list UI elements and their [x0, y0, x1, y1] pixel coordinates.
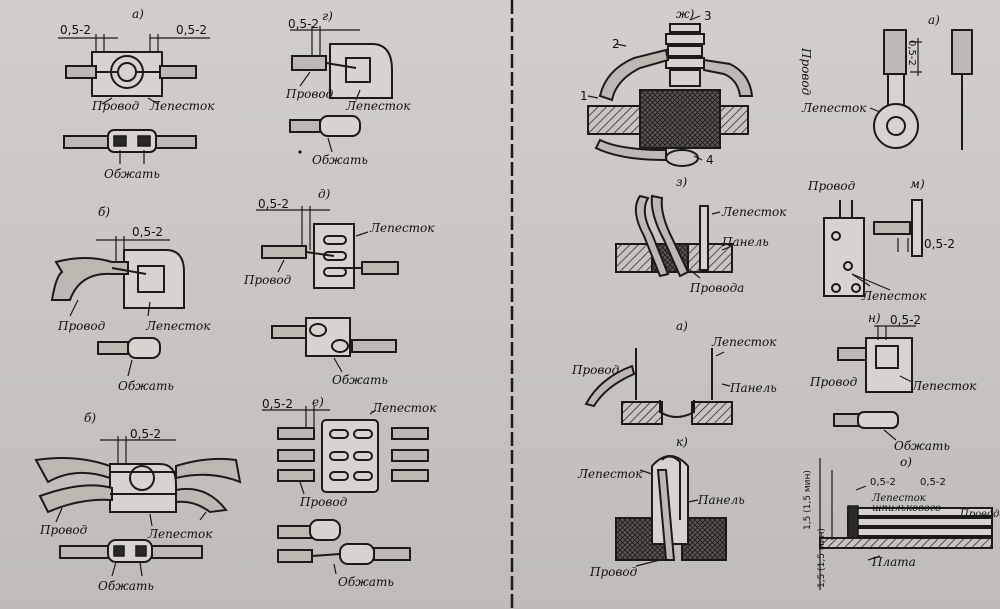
- figure-a3-panel-clip: [584, 348, 733, 425]
- figure-a-lug-ring: [58, 34, 210, 164]
- label-lug: Лепесток: [912, 379, 977, 393]
- figure-b-lug-curved: [50, 236, 185, 377]
- label-lug: Лепесток: [146, 319, 211, 333]
- figure-o-board-stack: [819, 458, 993, 590]
- label-panel: Панель: [722, 235, 769, 249]
- figure-letter: о): [900, 455, 912, 469]
- figure-letter: ж): [676, 7, 695, 21]
- label-wire: Провод: [92, 99, 140, 113]
- label-lug-slot: Лепесток шпилькового: [872, 493, 942, 514]
- label-wires: Провода: [960, 509, 1000, 520]
- label-panel: Панель: [698, 493, 745, 507]
- figure-d-lug-slotted: [256, 206, 399, 373]
- figure-letter: а): [928, 13, 940, 27]
- part-number: 2: [612, 37, 620, 51]
- figure-letter: б): [84, 411, 97, 425]
- dimension-label: 0,5-2: [920, 477, 946, 488]
- figure-z-panel-lug: [615, 194, 733, 279]
- dimension-label: 0,5-2: [176, 23, 208, 37]
- figure-n-lug-crimp: [833, 325, 916, 441]
- dimension-label: 0,5-2: [288, 17, 320, 31]
- dimension-label: 1,5 (1,5 мин): [817, 528, 827, 588]
- figure-letter: н): [868, 311, 881, 325]
- label-crimp: Обжать: [98, 579, 154, 593]
- figure-a2-lug-eye: [869, 29, 973, 150]
- dimension-label: 0,5-2: [870, 477, 896, 488]
- label-wires: Провода: [690, 281, 745, 295]
- label-crimp: Обжать: [338, 575, 394, 589]
- label-crimp: Обжать: [312, 153, 368, 167]
- label-lug: Лепесток: [712, 335, 777, 349]
- label-lug: Лепесток: [148, 527, 213, 541]
- part-number: 1: [580, 89, 588, 103]
- figure-letter: з): [676, 175, 688, 189]
- label-board: Плата: [872, 555, 916, 569]
- figure-letter: м): [910, 177, 925, 191]
- dimension-label: 0,5-2: [906, 40, 917, 66]
- label-wire: Провод: [810, 375, 858, 389]
- dimension-label: 0,5-2: [60, 23, 92, 37]
- label-wire: Провод: [40, 523, 88, 537]
- label-panel: Панель: [730, 381, 777, 395]
- figure-e-lug-multi: [262, 406, 429, 575]
- label-crimp: Обжать: [118, 379, 174, 393]
- label-wire: Провод: [590, 565, 638, 579]
- label-wire: Провод: [58, 319, 106, 333]
- label-lug: Лепесток: [372, 401, 437, 415]
- figure-zh-stud-terminal: [587, 15, 754, 167]
- figure-g-lug-tab: [289, 26, 393, 154]
- figure-m-lug-plate: [823, 199, 923, 297]
- dimension-label: 1,5 (1,5 мин): [803, 470, 813, 530]
- label-wire: Провод: [808, 179, 856, 193]
- part-number: 3: [704, 9, 712, 23]
- label-crimp: Обжать: [894, 439, 950, 453]
- figure-b2-lug-through: [34, 436, 242, 577]
- figure-letter: а): [132, 7, 144, 21]
- figure-letter: б): [98, 205, 111, 219]
- dimension-label: 0,5-2: [258, 197, 290, 211]
- label-lug: Лепесток: [578, 467, 643, 481]
- label-wire: Провод: [799, 48, 813, 96]
- dimension-label: 0,5-2: [132, 225, 164, 239]
- label-wire: Провод: [300, 495, 348, 509]
- label-lug: Лепесток: [370, 221, 435, 235]
- label-crimp: Обжать: [332, 373, 388, 387]
- figure-letter: а): [676, 319, 688, 333]
- label-wire: Провод: [244, 273, 292, 287]
- label-crimp: Обжать: [104, 167, 160, 181]
- label-lug: Лепесток: [722, 205, 787, 219]
- label-lug: Лепесток: [862, 289, 927, 303]
- label-wire: Провод: [572, 363, 620, 377]
- dimension-label: 0,5-2: [262, 397, 294, 411]
- dimension-label: 0,5-2: [130, 427, 162, 441]
- figure-letter: к): [676, 435, 688, 449]
- label-wire: Провод: [286, 87, 334, 101]
- figure-letter: г): [322, 9, 333, 23]
- dimension-label: 0,5-2: [890, 313, 922, 327]
- dimension-label: 0,5-2: [924, 237, 956, 251]
- label-lug: Лепесток: [802, 101, 867, 115]
- figure-letter: е): [312, 395, 324, 409]
- part-number: 4: [706, 153, 714, 167]
- label-lug: Лепесток: [150, 99, 215, 113]
- figure-letter: д): [318, 187, 331, 201]
- label-lug: Лепесток: [346, 99, 411, 113]
- figure-k-panel-pin: [615, 455, 727, 567]
